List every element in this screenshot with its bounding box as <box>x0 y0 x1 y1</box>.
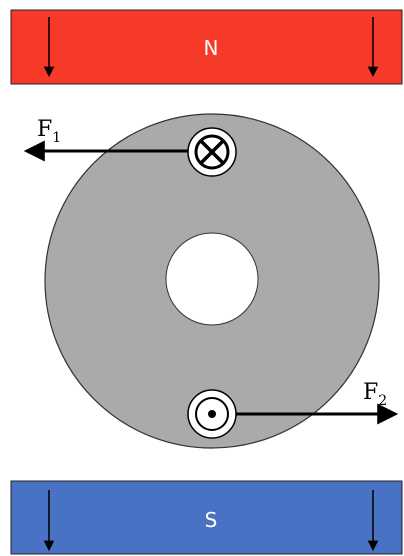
force-f2-label: F2 <box>363 380 387 409</box>
force-f1-subscript: 1 <box>52 130 61 146</box>
dot-in-circle-icon <box>187 389 237 439</box>
force-f1-label: F1 <box>37 117 61 146</box>
force-f2-subscript: 2 <box>378 393 387 409</box>
rotor-hole <box>165 232 259 326</box>
rotor <box>44 113 380 449</box>
force-f2: F2 <box>234 380 399 425</box>
north-magnet: N <box>10 9 403 85</box>
force-f1-symbol: F <box>37 117 52 142</box>
south-magnet-bar <box>10 480 403 555</box>
south-pole-label: S <box>205 508 218 532</box>
south-magnet: S <box>10 480 403 555</box>
north-magnet-bar <box>10 9 403 85</box>
force-f1: F1 <box>23 117 190 162</box>
cross-in-circle-icon <box>187 127 237 177</box>
north-pole-label: N <box>204 36 219 60</box>
force-f2-symbol: F <box>363 380 378 405</box>
